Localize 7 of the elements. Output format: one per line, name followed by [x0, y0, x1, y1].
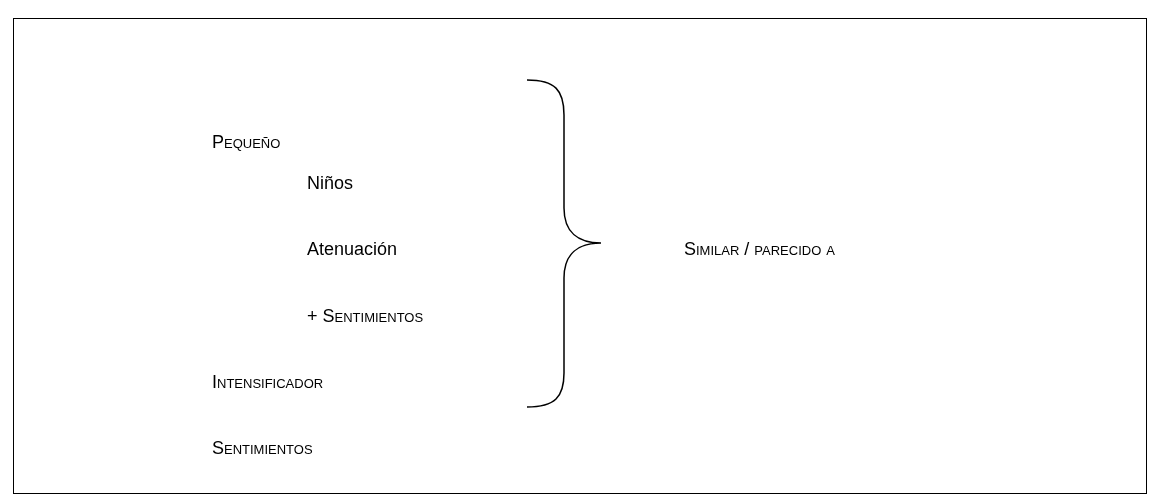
label-text: Niños — [307, 174, 354, 192]
label-text: Pequeño — [212, 133, 281, 151]
label-text: Similar / parecido a — [684, 240, 835, 258]
label-text: Intensificador — [212, 373, 324, 391]
label-text: Sentimientos — [212, 439, 313, 457]
label-text: + Sentimientos — [307, 307, 424, 325]
label-text: Atenuación — [307, 240, 398, 258]
